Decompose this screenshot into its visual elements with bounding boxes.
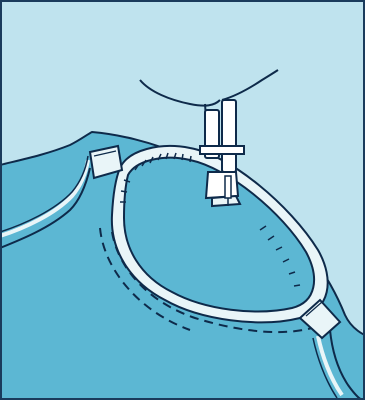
sewing-illustration xyxy=(0,0,365,400)
